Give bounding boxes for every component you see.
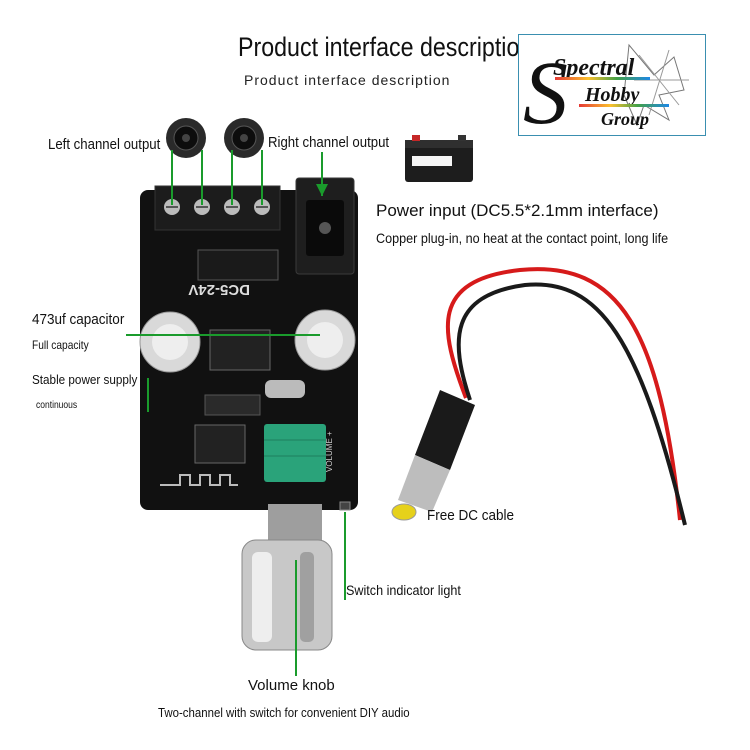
- left-speaker-icon: [166, 118, 206, 158]
- power-input-description: Copper plug-in, no heat at the contact p…: [376, 230, 669, 246]
- volume-knob-icon: [241, 504, 333, 651]
- battery-icon: [405, 135, 473, 182]
- right-speaker-icon: [224, 118, 264, 158]
- svg-text:S: S: [523, 44, 568, 135]
- page-title: Product interface description: [238, 32, 533, 62]
- logo-text-3: Group: [601, 109, 649, 129]
- volume-knob-label: Volume knob: [248, 677, 335, 694]
- brand-logo: S Spectral Hobby Group: [518, 34, 706, 143]
- switch-indicator-label: Switch indicator light: [346, 582, 461, 598]
- stable-power-label: Stable power supply -: [32, 372, 145, 387]
- logo-text-2: Hobby: [584, 84, 640, 106]
- right-channel-label: Right channel output: [268, 134, 390, 151]
- power-input-title: Power input (DC5.5*2.1mm interface): [376, 201, 659, 220]
- logo-text-1: Spectral: [553, 55, 635, 81]
- board-voltage-label: DC5-24V: [188, 281, 250, 298]
- capacitor-title: 473uf capacitor: [32, 311, 125, 328]
- leader-lines: [126, 150, 346, 676]
- continuous-label: continuous: [36, 400, 78, 411]
- volume-knob-description: Two-channel with switch for convenient D…: [158, 705, 410, 720]
- left-channel-label: Left channel output: [48, 136, 161, 153]
- page-subtitle: Product interface description: [244, 72, 451, 88]
- capacitor-description: Full capacity: [32, 338, 89, 352]
- dc-cable-icon: [391, 267, 687, 526]
- board-volume-mark: VOLUME +: [325, 431, 334, 472]
- free-dc-cable-label: Free DC cable: [427, 507, 515, 524]
- amplifier-board: DC5-24V VOLUME +: [139, 177, 358, 511]
